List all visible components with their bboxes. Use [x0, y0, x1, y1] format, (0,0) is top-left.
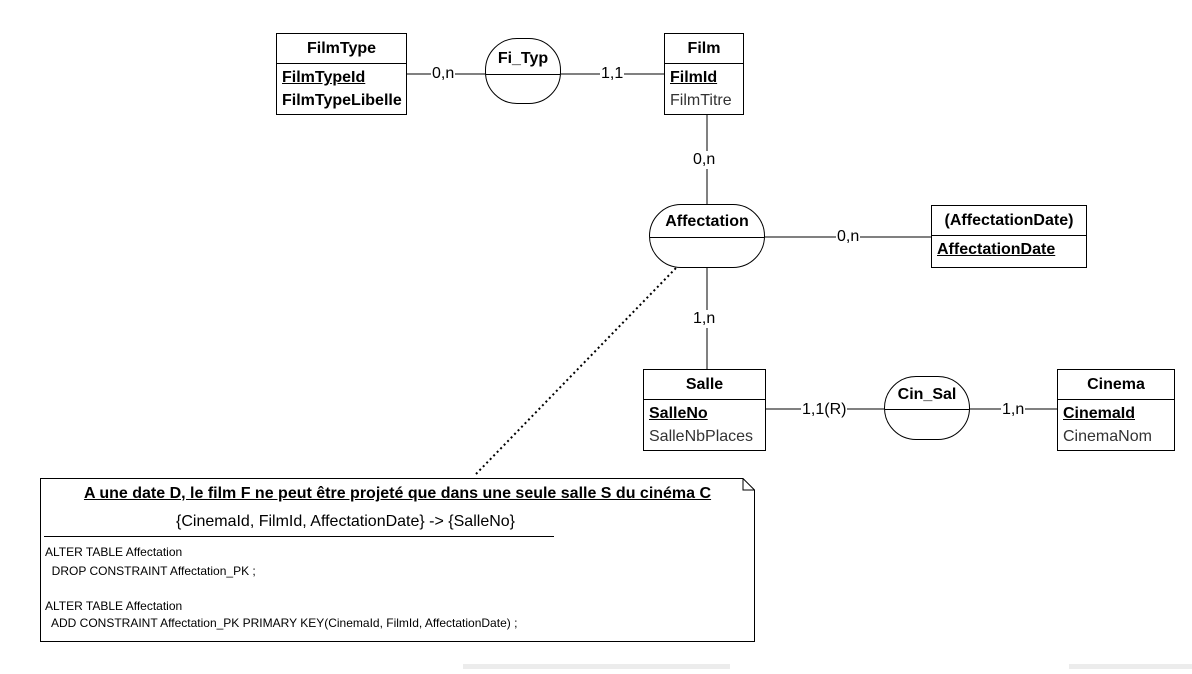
association-affectation[interactable]: Affectation [649, 204, 765, 268]
constraint-note: A une date D, le film F ne peut être pro… [40, 478, 755, 642]
entity-cinema[interactable]: Cinema CinemaId CinemaNom [1057, 369, 1175, 451]
cardinality-salle-affectation: 1,n [692, 310, 717, 328]
association-divider [650, 237, 764, 238]
entity-title: FilmType [277, 34, 406, 64]
entity-salle[interactable]: Salle SalleNo SalleNbPlaces [643, 369, 766, 451]
cardinality-affdate-affectation: 0,n [836, 228, 861, 246]
note-fold [742, 478, 755, 491]
entity-film[interactable]: Film FilmId FilmTitre [664, 33, 744, 115]
entity-title: Salle [644, 370, 765, 400]
note-dependency: {CinemaId, FilmId, AffectationDate} -> {… [176, 513, 516, 530]
cardinality-cinema-cinsal: 1,n [1001, 401, 1026, 419]
attribute: CinemaNom [1063, 428, 1152, 445]
note-frame [40, 478, 755, 642]
attribute: FilmTypeLibelle [282, 92, 402, 109]
attribute: SalleNbPlaces [649, 428, 754, 445]
note-sql-line: ALTER TABLE Affectation [45, 599, 183, 613]
attribute-key: AffectationDate [937, 241, 1056, 258]
entity-affectationdate[interactable]: (AffectationDate) AffectationDate [931, 205, 1087, 268]
association-fi-typ[interactable]: Fi_Typ [485, 38, 561, 104]
association-title: Affectation [665, 213, 749, 230]
cardinality-film-fityp: 1,1 [600, 65, 625, 83]
cardinality-salle-cinsal: 1,1(R) [801, 401, 848, 419]
association-title: Fi_Typ [497, 50, 549, 67]
association-cin-sal[interactable]: Cin_Sal [884, 376, 970, 440]
note-title: A une date D, le film F ne peut être pro… [83, 485, 712, 502]
attribute-key: FilmId [670, 69, 718, 86]
entity-title: Film [665, 34, 743, 64]
association-divider [486, 74, 560, 75]
attribute-key: FilmTypeId [282, 69, 366, 86]
horizontal-scrollbar[interactable] [463, 664, 730, 669]
attribute-key: CinemaId [1063, 405, 1136, 422]
note-sql-line: DROP CONSTRAINT Affectation_PK ; [45, 564, 256, 578]
note-sql-line: ADD CONSTRAINT Affectation_PK PRIMARY KE… [45, 616, 518, 630]
association-title: Cin_Sal [897, 386, 957, 403]
attribute: FilmTitre [670, 92, 732, 109]
horizontal-scrollbar-track [1069, 664, 1192, 669]
note-sql-line: ALTER TABLE Affectation [45, 545, 183, 559]
attribute-key: SalleNo [649, 405, 708, 422]
cardinality-film-affectation: 0,n [692, 151, 717, 169]
entity-title: Cinema [1058, 370, 1174, 400]
note-divider [44, 536, 554, 537]
association-divider [885, 409, 969, 410]
entity-title: (AffectationDate) [932, 206, 1086, 236]
entity-filmtype[interactable]: FilmType FilmTypeId FilmTypeLibelle [276, 33, 407, 115]
cardinality-filmtype-fityp: 0,n [431, 65, 456, 83]
